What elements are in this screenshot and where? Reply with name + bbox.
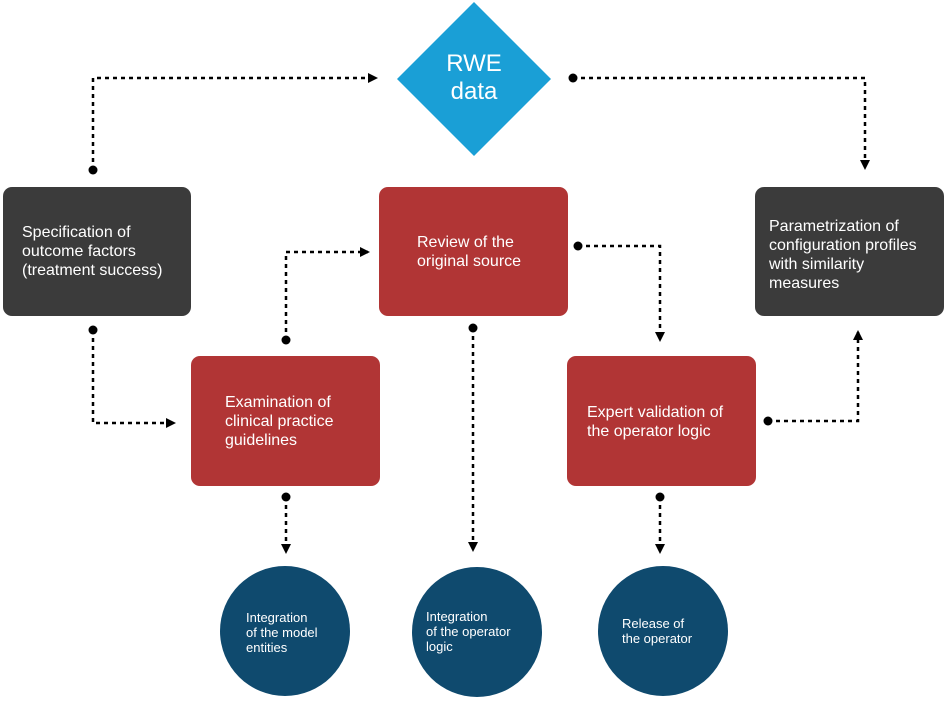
connector-dot xyxy=(573,241,583,251)
connector-dot xyxy=(281,335,291,345)
circle-line: Release of xyxy=(622,616,685,631)
rwe-label: RWE data xyxy=(397,50,551,106)
expert-line: the operator logic xyxy=(587,423,711,440)
expert-box: Expert validation of the operator logic xyxy=(567,356,756,486)
connector-expert-to-parametrization xyxy=(768,330,863,423)
specification-line: outcome factors xyxy=(22,243,136,260)
connector-dot xyxy=(88,325,98,335)
connector-dot xyxy=(568,73,578,83)
circle-line: of the operator xyxy=(426,624,511,639)
connector-spec-to-examination xyxy=(91,330,176,428)
connector-dot xyxy=(655,492,665,502)
review-line: original source xyxy=(417,253,522,270)
specification-line: (treatment success) xyxy=(22,262,163,279)
examination-line: clinical practice xyxy=(225,413,334,430)
connector-rwe-to-parametrization xyxy=(573,76,870,170)
connector-examination-to-review xyxy=(284,247,370,340)
parametrization-line: measures xyxy=(769,275,840,292)
circle-release-operator: Release of the operator xyxy=(598,566,728,696)
examination-box: Examination of clinical practice guideli… xyxy=(191,356,380,486)
parametrization-box: Parametrization of configuration profile… xyxy=(755,187,944,316)
connector-dot xyxy=(281,492,291,502)
parametrization-line: Parametrization of xyxy=(769,218,899,235)
connector-dot xyxy=(468,323,478,333)
circle-line: Integration xyxy=(426,609,488,624)
connector-dot xyxy=(763,416,773,426)
circle-model-entities: Integration of the model entities xyxy=(220,566,350,696)
examination-line: Examination of xyxy=(225,394,331,411)
circle-operator-logic: Integration of the operator logic xyxy=(412,567,542,697)
circle-line: entities xyxy=(246,640,288,655)
circle-line: the operator xyxy=(622,631,693,646)
connector-review-to-expert xyxy=(578,244,665,342)
circle-line: logic xyxy=(426,639,453,654)
specification-box: Specification of outcome factors (treatm… xyxy=(3,187,191,316)
rwe-label-line1: RWE xyxy=(446,50,502,77)
specification-line: Specification of xyxy=(22,224,131,241)
expert-line: Expert validation of xyxy=(587,404,724,421)
review-line: Review of the xyxy=(417,234,514,251)
rwe-diamond xyxy=(397,2,551,156)
circle-line: of the model xyxy=(246,625,318,640)
examination-line: guidelines xyxy=(225,432,298,449)
parametrization-line: with similarity xyxy=(769,256,865,273)
review-box: Review of the original source xyxy=(379,187,568,316)
rwe-label-line2: data xyxy=(450,78,498,105)
connector-spec-to-rwe xyxy=(91,73,378,170)
parametrization-line: configuration profiles xyxy=(769,237,917,254)
circle-line: Integration xyxy=(246,610,308,625)
connector-dot xyxy=(88,165,98,175)
